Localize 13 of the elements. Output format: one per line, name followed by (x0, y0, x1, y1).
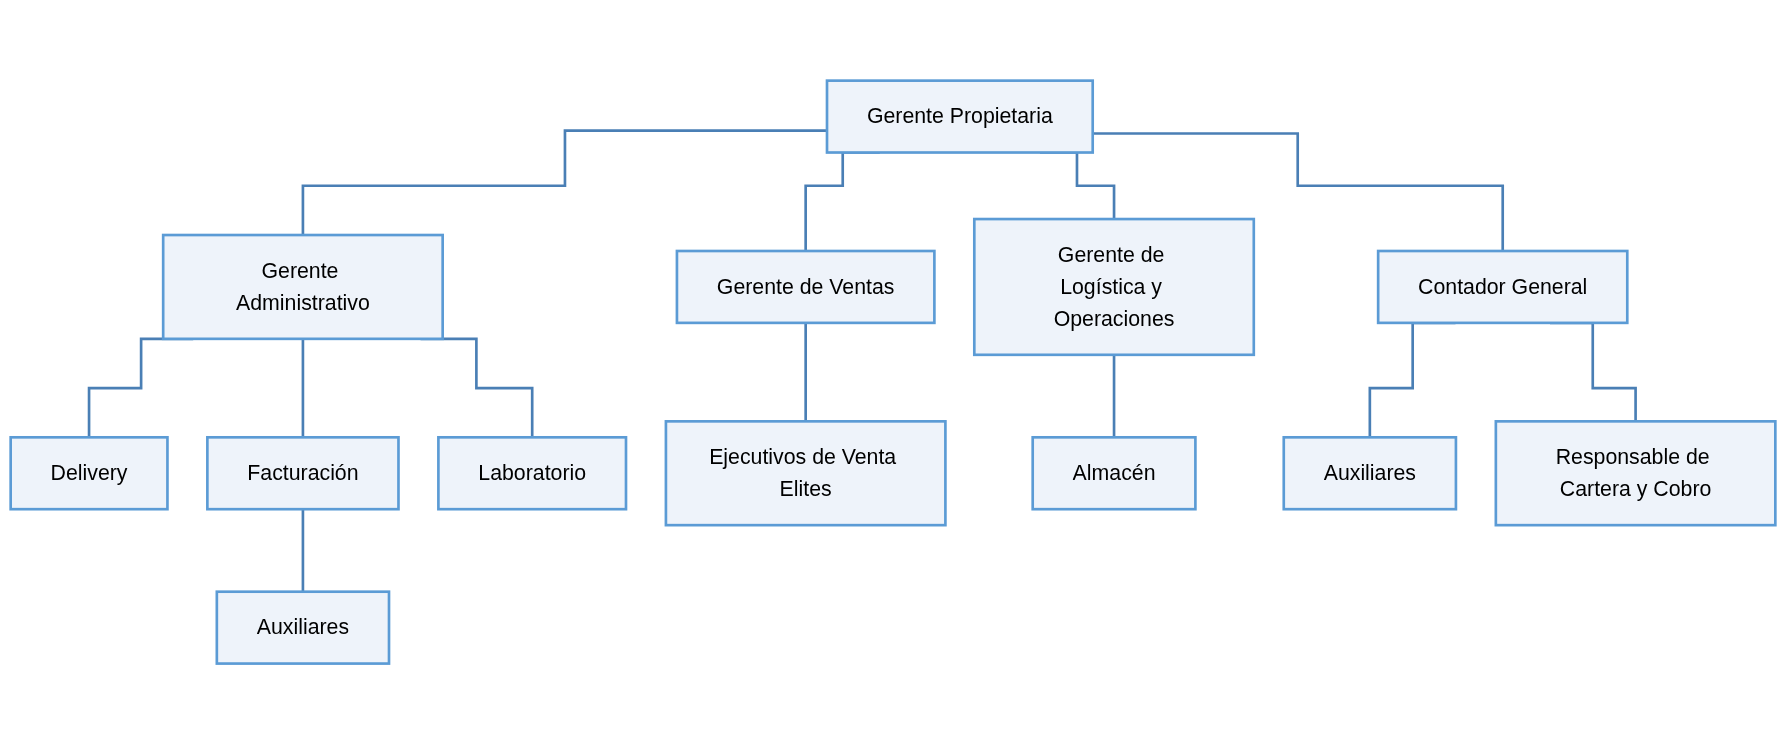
node-box: Delivery (9, 435, 169, 511)
node-box: Gerente Administrativo (161, 233, 444, 341)
node-box: Contador General (1376, 249, 1629, 325)
node-box: Gerente Propietaria (825, 79, 1095, 154)
node-box: Auxiliares (1282, 435, 1458, 511)
node-box: Almacén (1031, 435, 1197, 511)
node-box: Gerente de Ventas (675, 249, 936, 325)
node-box: Facturación (206, 435, 400, 511)
node-box: Gerente de Logística y Operaciones (972, 217, 1256, 357)
node-box: Laboratorio (437, 435, 628, 511)
node-box: Auxiliares (215, 590, 391, 665)
node-box: Responsable de Cartera y Cobro (1494, 419, 1777, 527)
node-box: Ejecutivos de Venta Elites (664, 419, 947, 527)
